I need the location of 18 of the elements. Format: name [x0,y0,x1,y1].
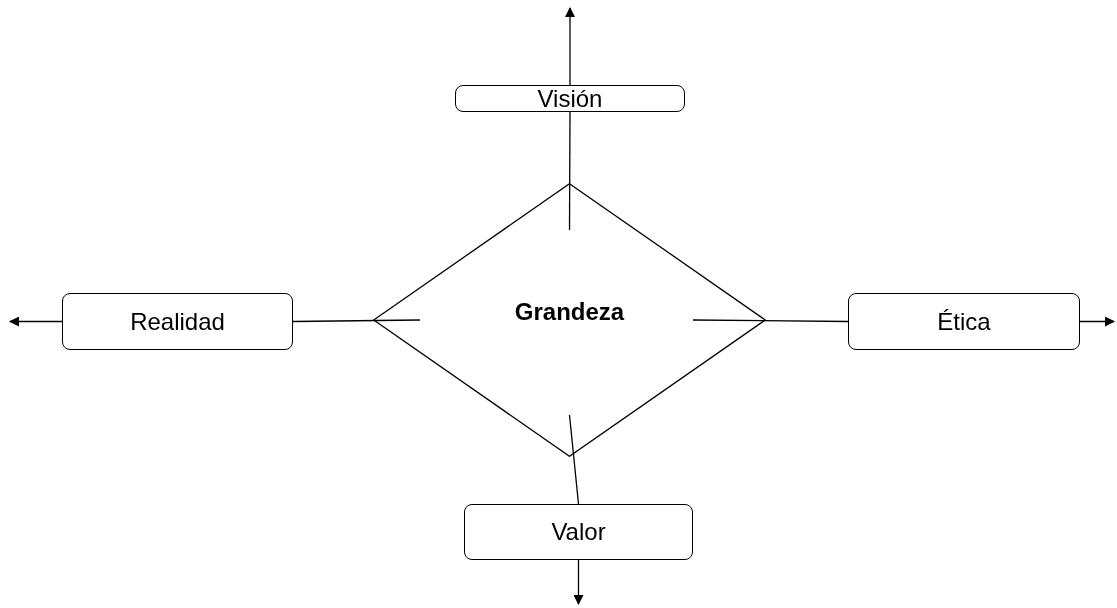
arrow [565,7,575,86]
connector-line [568,111,571,231]
connector-line [292,319,421,323]
decision-diamond [373,183,766,457]
rounded-box [62,293,293,350]
connector-line [692,319,849,323]
rounded-box [464,504,693,560]
node-label: Realidad [130,307,225,336]
arrow [9,316,63,327]
arrow [1079,316,1115,327]
node-label: Valor [551,518,606,546]
node-label: Visión [537,84,603,113]
node-label: Ética [937,307,991,336]
connector-line [568,414,580,505]
rounded-box [455,85,685,112]
node-label: Grandeza [514,298,625,326]
rounded-box [848,293,1080,350]
arrow [573,559,584,605]
